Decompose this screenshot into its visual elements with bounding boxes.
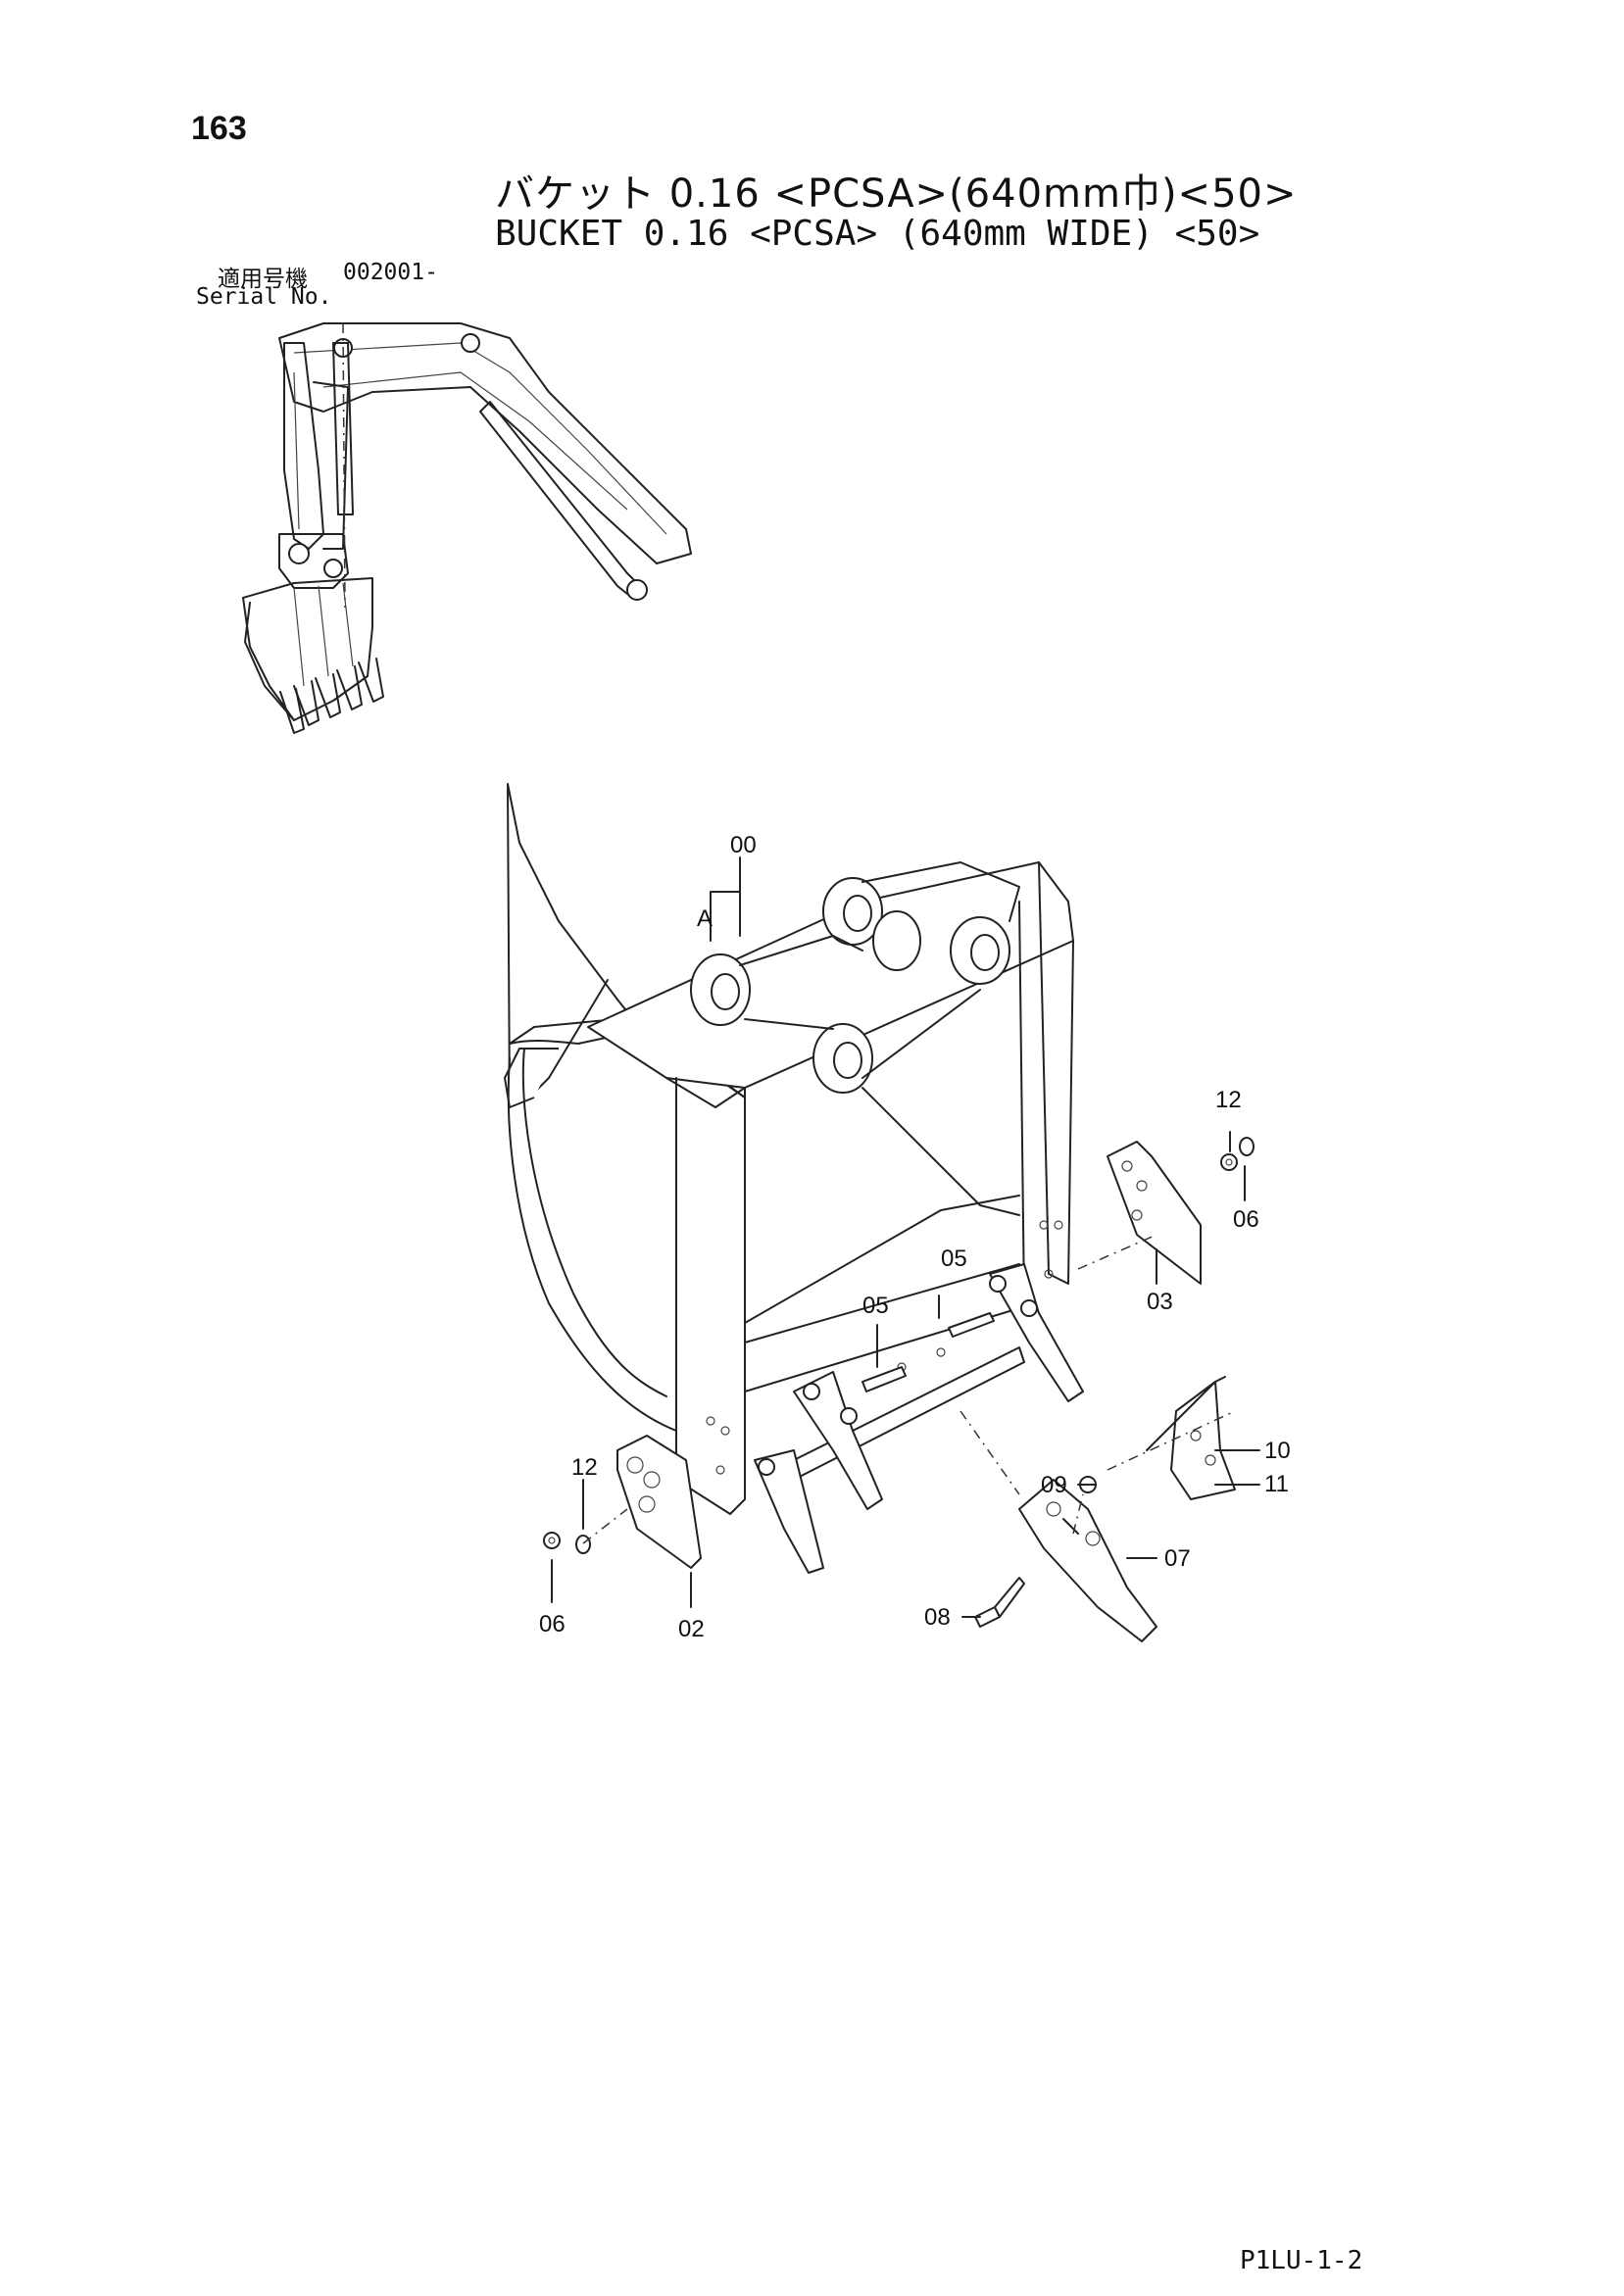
page-code: P1LU-1-2	[1240, 2246, 1363, 2275]
serial-number-value: 002001-	[343, 260, 438, 285]
callout-labels: 00 A 12 06 05 05 03 10 11 09 07 08 12 06…	[539, 832, 1291, 1642]
serial-label-japanese: 適用号機	[218, 267, 308, 292]
callout-00: 00	[730, 832, 757, 858]
page-title-english: BUCKET 0.16 <PCSA> (640mm WIDE) <50>	[495, 214, 1260, 254]
leader-lines	[551, 856, 1260, 1618]
callout-10: 10	[1264, 1438, 1291, 1464]
serial-label-english: Serial No.	[196, 284, 332, 310]
callout-09: 09	[1041, 1472, 1067, 1498]
callout-06-right: 06	[1233, 1206, 1259, 1233]
bucket-main-illustration	[504, 783, 1074, 1515]
page-number: 163	[191, 110, 247, 147]
callout-05-lower: 05	[862, 1293, 889, 1319]
callout-02: 02	[678, 1616, 705, 1642]
callout-03: 03	[1147, 1289, 1173, 1315]
page-title-japanese: バケット 0.16 <PCSA>(640mm巾)<50>	[495, 171, 1298, 217]
callout-05-upper: 05	[941, 1246, 967, 1272]
callout-12-right: 12	[1215, 1087, 1242, 1113]
callout-11: 11	[1264, 1471, 1289, 1497]
bucket-teeth	[543, 1137, 1255, 1642]
callout-06-left: 06	[539, 1611, 566, 1637]
callout-A: A	[697, 905, 713, 932]
excavator-arm-illustration	[242, 322, 692, 734]
callout-12-left: 12	[571, 1454, 598, 1481]
callout-07: 07	[1164, 1545, 1191, 1572]
callout-08: 08	[924, 1604, 951, 1631]
